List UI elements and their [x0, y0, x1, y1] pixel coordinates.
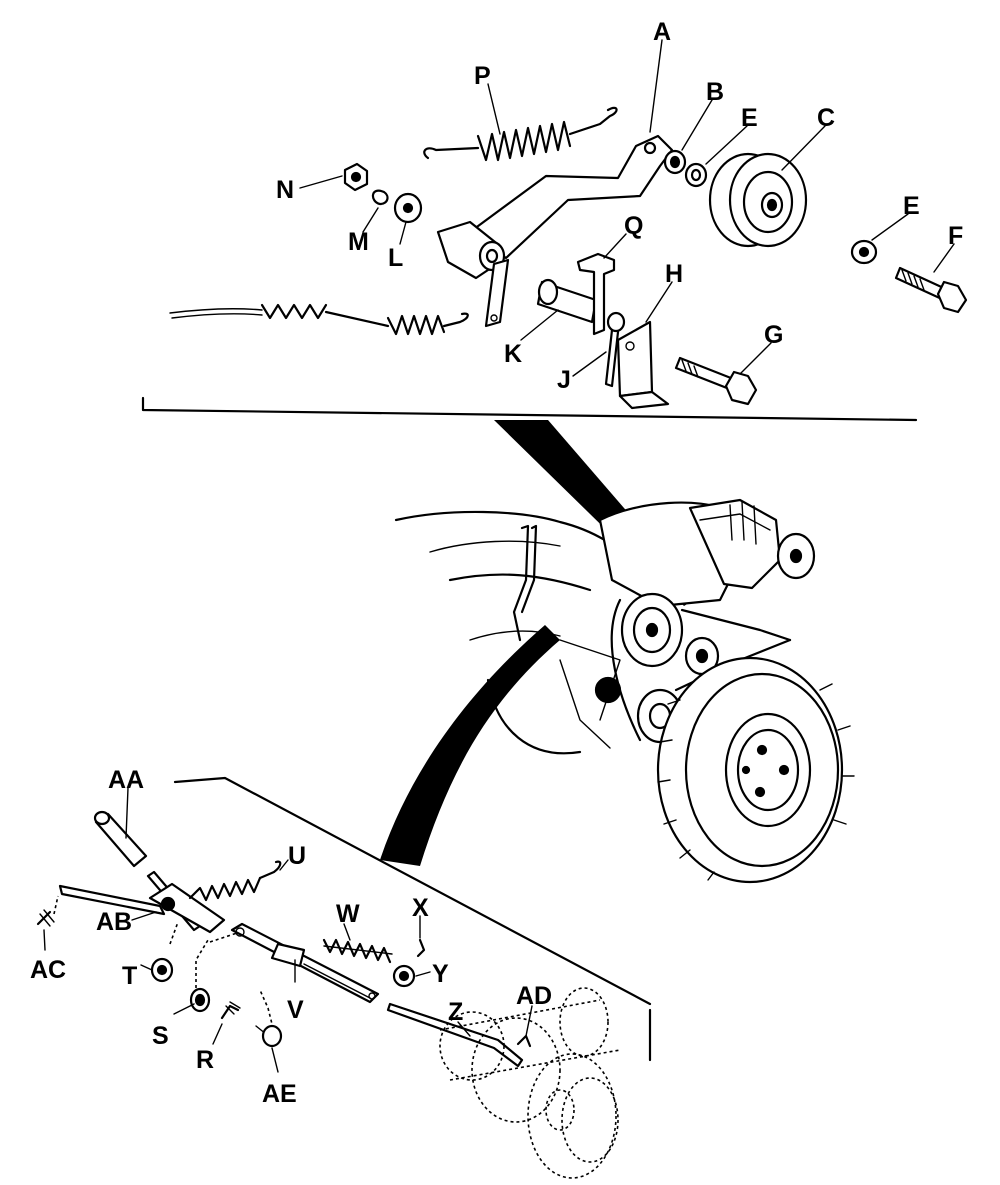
washer-l: [393, 192, 423, 224]
bracket-q: [576, 252, 616, 336]
label-ad: AD: [516, 982, 552, 1010]
label-ae: AE: [262, 1080, 297, 1108]
label-w: W: [336, 900, 360, 928]
pointer-bottom: [380, 625, 560, 866]
lever-plate-ab: [58, 882, 226, 934]
idler-arm-a: [436, 134, 674, 328]
washer-s: [189, 987, 211, 1013]
label-q: Q: [624, 212, 643, 240]
label-l: L: [388, 244, 403, 272]
bottom-panel: [36, 776, 652, 1179]
cable-top: [169, 303, 469, 336]
fastener-ac: [36, 909, 55, 927]
label-ac: AC: [30, 956, 66, 984]
bolt-f: [894, 266, 968, 314]
top-panel: [141, 106, 968, 422]
nut-t: [150, 957, 174, 983]
label-j: J: [557, 366, 571, 394]
label-ab: AB: [96, 908, 132, 936]
pin-j: [604, 311, 626, 388]
label-aa: AA: [108, 766, 144, 794]
rod-z: [386, 1002, 524, 1068]
transaxle-outline: [439, 987, 621, 1179]
label-h: H: [665, 260, 683, 288]
nut-n: [343, 162, 369, 192]
label-g: G: [764, 321, 783, 349]
bottom-panel-border: [173, 776, 652, 1006]
label-s: S: [152, 1022, 169, 1050]
rod-v: [230, 922, 380, 1004]
label-e-right: E: [903, 192, 920, 220]
washer-y: [392, 964, 416, 988]
screw-r: [220, 1001, 241, 1020]
washer-e-right: [850, 239, 878, 265]
tractor-view: [380, 420, 855, 884]
top-panel-border: [141, 396, 918, 422]
spring-w: [322, 938, 393, 964]
bolt-g: [674, 356, 758, 406]
clip-m: [371, 189, 389, 206]
leader-lines: [43, 39, 955, 1073]
bolt-ae: [255, 1024, 283, 1048]
label-e-upper: E: [741, 104, 758, 132]
pulley-c: [708, 152, 808, 248]
label-f: F: [948, 222, 963, 250]
label-b: B: [706, 78, 724, 106]
front-wheel: [656, 656, 855, 884]
spring-u: [188, 860, 282, 902]
label-u: U: [288, 842, 306, 870]
fastener-ad: [516, 1034, 532, 1048]
label-n: N: [276, 176, 294, 204]
label-t: T: [122, 962, 137, 990]
label-z: Z: [448, 998, 463, 1026]
label-v: V: [287, 996, 304, 1024]
cotter-x: [416, 938, 426, 958]
label-x: X: [412, 894, 429, 922]
label-m: M: [348, 228, 369, 256]
label-p: P: [474, 62, 491, 90]
washer-e-upper: [684, 162, 708, 188]
washer-b: [663, 149, 687, 175]
spacer-k: [536, 278, 598, 324]
label-a: A: [653, 18, 671, 46]
label-y: Y: [432, 960, 449, 988]
label-r: R: [196, 1046, 214, 1074]
label-k: K: [504, 340, 522, 368]
bracket-h: [616, 320, 670, 410]
part-labels: A B E C E F G H J K L M N P Q AA U AB AC…: [30, 18, 963, 1108]
spring-p: [423, 106, 618, 162]
label-c: C: [817, 104, 835, 132]
